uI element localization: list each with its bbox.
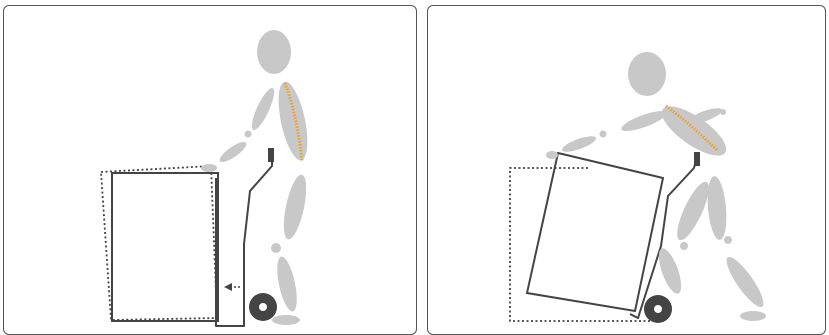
box-tilted [527, 153, 663, 311]
torso [273, 79, 313, 162]
head [257, 30, 291, 74]
left-illustration [4, 6, 417, 335]
foot [740, 311, 766, 321]
arrow-left-icon [224, 283, 232, 291]
wheel-hub [654, 305, 662, 313]
thigh [279, 173, 310, 241]
hand [201, 164, 217, 172]
back-shin [721, 253, 769, 311]
elbow-joint [245, 131, 252, 138]
figure-leaning [546, 52, 769, 321]
elbow-joint [600, 131, 607, 138]
back-arm-joint [720, 109, 726, 115]
knee-joint [271, 243, 281, 253]
wheel-hub [259, 303, 267, 311]
foot [272, 315, 300, 325]
right-illustration [428, 6, 826, 335]
hand [546, 151, 558, 159]
knee-joint-front [680, 242, 688, 250]
upper-arm [248, 86, 278, 133]
handle-grip-icon [694, 152, 700, 166]
box-ghost-outline [510, 168, 658, 321]
knee-joint [724, 236, 732, 244]
back-thigh [705, 175, 729, 240]
forearm [560, 133, 597, 155]
forearm [217, 139, 249, 166]
box-ghost-outline [101, 166, 217, 320]
box [112, 173, 218, 321]
handle-grip-icon [268, 148, 274, 162]
right-panel [427, 5, 826, 335]
front-thigh [671, 178, 714, 244]
head [628, 52, 666, 96]
upper-arm [619, 107, 668, 135]
left-panel [3, 5, 417, 335]
shin [273, 255, 300, 313]
